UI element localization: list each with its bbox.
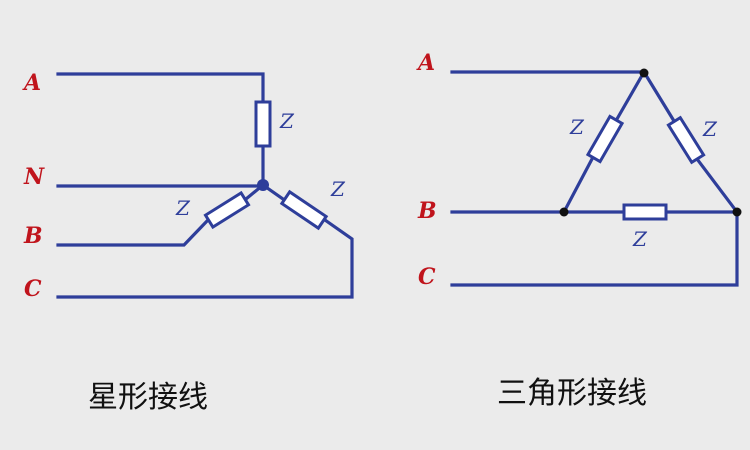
delta-node-b: [559, 207, 569, 217]
star-impedance-b-label: Z: [175, 196, 191, 220]
star-impedance-a-label: Z: [279, 109, 295, 133]
star-impedance-c-label: Z: [330, 177, 346, 201]
star-impedance-c: [279, 189, 329, 231]
delta-edge-ab-upper: [614, 69, 647, 122]
star-impedance-b: [203, 190, 251, 230]
star-phase-n-label: N: [23, 164, 45, 190]
delta-impedance-ac: [666, 115, 706, 165]
delta-impedance-ab: [585, 114, 625, 164]
delta-edge-ab-lower: [561, 156, 595, 215]
star-connection: A N B C Z Z Z 星形接线: [22, 70, 354, 415]
star-wire-c: [56, 217, 354, 299]
delta-impedance-bc: [622, 203, 668, 221]
star-phase-a-label: A: [22, 70, 41, 96]
star-phase-b-label: B: [23, 223, 43, 249]
delta-wire-c: [450, 210, 739, 287]
delta-node-c: [732, 207, 742, 217]
star-phase-c-label: C: [24, 276, 42, 302]
delta-caption: 三角形接线: [497, 376, 647, 411]
delta-edge-ac-lower: [694, 156, 740, 215]
delta-connection: A B C Z Z Z 三角形接线: [416, 50, 742, 411]
delta-node-a: [639, 68, 649, 78]
delta-phase-b-label: B: [417, 198, 437, 224]
delta-phase-a-label: A: [416, 50, 435, 76]
star-wire-a: [56, 72, 265, 104]
star-neutral-node: [257, 179, 269, 191]
delta-impedance-ac-label: Z: [702, 117, 718, 141]
delta-impedance-ab-label: Z: [569, 115, 585, 139]
star-impedance-a: [254, 100, 272, 148]
delta-phase-c-label: C: [418, 264, 436, 290]
star-caption: 星形接线: [88, 380, 208, 415]
delta-impedance-bc-label: Z: [632, 227, 648, 251]
star-wire-b: [56, 218, 210, 247]
delta-edge-ac-upper: [641, 69, 677, 124]
